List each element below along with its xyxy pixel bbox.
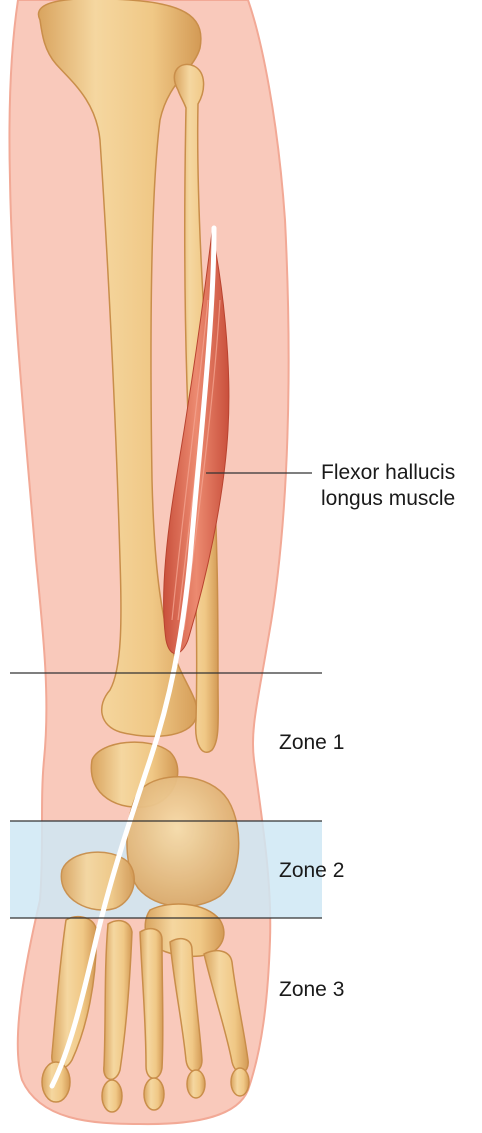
zone2-label: Zone 2	[279, 858, 344, 884]
talus-calcaneus-bone	[127, 777, 239, 907]
muscle-label-line2: longus muscle	[321, 486, 455, 512]
zone1-label: Zone 1	[279, 730, 344, 756]
zone3-label: Zone 3	[279, 977, 344, 1003]
muscle-label-line1: Flexor hallucis	[321, 460, 455, 486]
muscle-label: Flexor hallucis longus muscle	[321, 460, 455, 512]
